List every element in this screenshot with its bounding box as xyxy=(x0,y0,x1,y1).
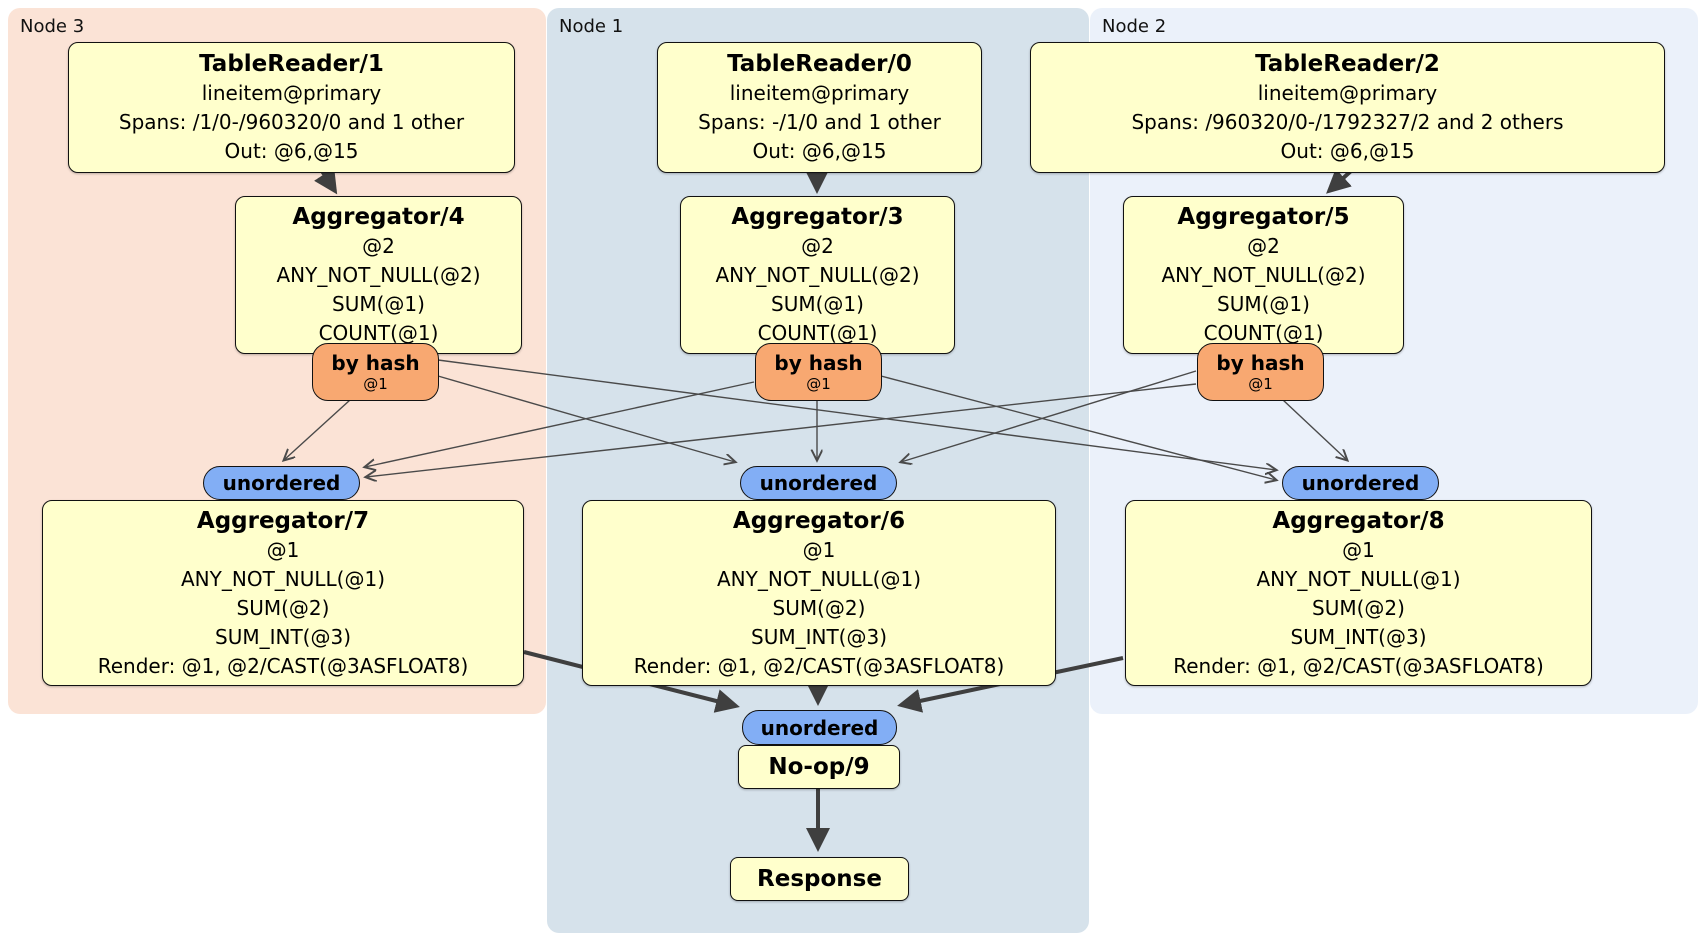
processor-detail: lineitem@primary xyxy=(729,81,910,105)
processor-detail: SUM(@1) xyxy=(771,292,864,316)
processor-detail: @2 xyxy=(1247,234,1280,258)
router-by-hash-3: by hash @1 xyxy=(1197,343,1324,401)
router-columns: @1 xyxy=(1248,375,1273,393)
processor-tablereader-1: TableReader/1 lineitem@primary Spans: /1… xyxy=(68,42,515,173)
processor-title: Aggregator/3 xyxy=(731,204,904,230)
router-label: by hash xyxy=(331,351,420,375)
processor-detail: Out: @6,@15 xyxy=(224,139,359,163)
processor-detail: @1 xyxy=(266,537,300,562)
region-node1-label: Node 1 xyxy=(559,16,624,37)
sync-unordered-2: unordered xyxy=(740,466,897,500)
processor-title: Aggregator/8 xyxy=(1272,507,1445,534)
processor-title: Aggregator/6 xyxy=(732,507,906,534)
processor-detail: ANY_NOT_NULL(@1) xyxy=(1256,566,1461,591)
processor-detail: ANY_NOT_NULL(@1) xyxy=(717,566,921,591)
processor-detail: Render: @1, @2/CAST(@3ASFLOAT8) xyxy=(97,653,469,678)
region-node2-label: Node 2 xyxy=(1102,16,1167,37)
edge-byhash2-unordered1 xyxy=(365,381,755,467)
processor-title: Aggregator/5 xyxy=(1177,204,1350,230)
edge-byhash1-unordered3 xyxy=(437,359,1276,470)
processor-aggregator-6: Aggregator/6 @1 ANY_NOT_NULL(@1) SUM(@2)… xyxy=(582,500,1056,686)
router-columns: @1 xyxy=(363,375,388,393)
processor-detail: COUNT(@1) xyxy=(318,321,439,345)
processor-detail: @1 xyxy=(1342,537,1375,562)
edge-byhash1-unordered1 xyxy=(284,399,351,460)
sync-unordered-1: unordered xyxy=(203,466,360,500)
processor-detail: @2 xyxy=(362,234,395,258)
processor-detail: SUM(@2) xyxy=(1312,595,1405,620)
router-by-hash-2: by hash @1 xyxy=(755,343,882,401)
processor-detail: SUM_INT(@3) xyxy=(1290,624,1427,649)
edge-tr1-agg4 xyxy=(314,167,338,195)
processor-tablereader-0: TableReader/0 lineitem@primary Spans: -/… xyxy=(657,42,982,173)
processor-detail: SUM(@2) xyxy=(236,595,330,620)
router-label: by hash xyxy=(774,351,863,375)
processor-aggregator-5: Aggregator/5 @2 ANY_NOT_NULL(@2) SUM(@1)… xyxy=(1123,196,1404,354)
processor-detail: ANY_NOT_NULL(@2) xyxy=(276,263,481,287)
processor-aggregator-7: Aggregator/7 @1 ANY_NOT_NULL(@1) SUM(@2)… xyxy=(42,500,524,686)
processor-detail: lineitem@primary xyxy=(1257,81,1438,105)
processor-detail: @1 xyxy=(802,537,836,562)
processor-detail: SUM(@1) xyxy=(1217,292,1310,316)
processor-title: TableReader/0 xyxy=(727,51,912,77)
router-columns: @1 xyxy=(806,375,831,393)
processor-detail: Out: @6,@15 xyxy=(1280,139,1415,163)
edge-byhash3-unordered2 xyxy=(901,370,1197,462)
processor-aggregator-4: Aggregator/4 @2 ANY_NOT_NULL(@2) SUM(@1)… xyxy=(235,196,522,354)
processor-title: Aggregator/7 xyxy=(196,507,370,534)
processor-detail: COUNT(@1) xyxy=(1203,321,1324,345)
processor-detail: Render: @1, @2/CAST(@3ASFLOAT8) xyxy=(1173,653,1544,678)
processor-detail: Spans: /960320/0-/1792327/2 and 2 others xyxy=(1131,110,1564,134)
processor-detail: ANY_NOT_NULL(@2) xyxy=(715,263,920,287)
processor-detail: SUM(@1) xyxy=(332,292,425,316)
processor-detail: SUM_INT(@3) xyxy=(215,624,351,649)
processor-aggregator-8: Aggregator/8 @1 ANY_NOT_NULL(@1) SUM(@2)… xyxy=(1125,500,1592,686)
router-label: by hash xyxy=(1216,351,1305,375)
processor-aggregator-3: Aggregator/3 @2 ANY_NOT_NULL(@2) SUM(@1)… xyxy=(680,196,955,354)
router-by-hash-1: by hash @1 xyxy=(312,343,439,401)
processor-detail: SUM(@2) xyxy=(772,595,866,620)
processor-detail: lineitem@primary xyxy=(201,81,382,105)
processor-title: No-op/9 xyxy=(768,754,870,780)
processor-detail: @2 xyxy=(801,234,834,258)
processor-title: TableReader/2 xyxy=(1255,51,1440,77)
processor-detail: ANY_NOT_NULL(@2) xyxy=(1161,263,1366,287)
sync-unordered-3: unordered xyxy=(1282,466,1439,500)
processor-tablereader-2: TableReader/2 lineitem@primary Spans: /9… xyxy=(1030,42,1665,173)
processor-detail: Out: @6,@15 xyxy=(752,139,887,163)
edge-byhash3-unordered1 xyxy=(366,383,1197,477)
processor-detail: ANY_NOT_NULL(@1) xyxy=(181,566,385,591)
processor-title: Response xyxy=(757,866,882,892)
processor-detail: SUM_INT(@3) xyxy=(751,624,887,649)
processor-noop: No-op/9 xyxy=(738,745,900,789)
processor-title: Aggregator/4 xyxy=(292,204,465,230)
edge-byhash2-unordered3 xyxy=(880,375,1276,480)
processor-detail: Render: @1, @2/CAST(@3ASFLOAT8) xyxy=(633,653,1005,678)
region-node3-label: Node 3 xyxy=(20,16,85,37)
sync-unordered-final: unordered xyxy=(742,710,897,745)
processor-detail: COUNT(@1) xyxy=(757,321,878,345)
processor-detail: Spans: /1/0-/960320/0 and 1 other xyxy=(118,110,465,134)
processor-response: Response xyxy=(730,857,909,901)
edge-tr2-agg5 xyxy=(1326,168,1353,194)
processor-detail: Spans: -/1/0 and 1 other xyxy=(698,110,941,134)
processor-title: TableReader/1 xyxy=(199,51,384,77)
edge-byhash3-unordered3 xyxy=(1282,399,1347,460)
